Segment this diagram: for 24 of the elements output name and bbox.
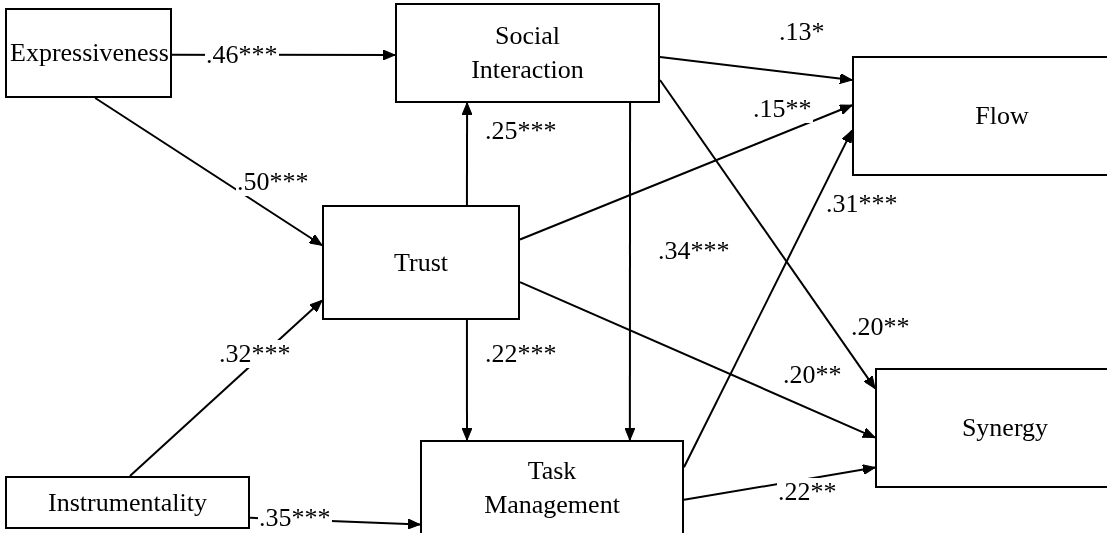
arrow [94, 97, 323, 247]
variable-box [5, 8, 172, 98]
arrow [659, 79, 876, 390]
variable-box [420, 440, 684, 533]
variable-name: Synergy [961, 412, 1049, 444]
arrow [461, 319, 473, 441]
variable-box [395, 3, 660, 103]
arrow [624, 102, 636, 441]
variable-box [5, 476, 250, 529]
arrow [461, 102, 473, 206]
variable-name: Instrumentality [48, 486, 207, 519]
path-coefficient: .32*** [218, 340, 292, 368]
variable-box [852, 56, 1107, 176]
variable-name: Flow [975, 100, 1029, 132]
variable-box [322, 205, 520, 320]
arrow [683, 129, 853, 469]
arrow [659, 56, 853, 85]
variable-name: Social Interaction [470, 20, 585, 86]
variable-name: Trust [394, 246, 448, 279]
arrow [519, 281, 876, 439]
arrow [519, 104, 853, 241]
variable-box [875, 368, 1107, 488]
variable-name: Task Management [483, 455, 621, 521]
variable-name: Expressiveness [10, 37, 167, 69]
